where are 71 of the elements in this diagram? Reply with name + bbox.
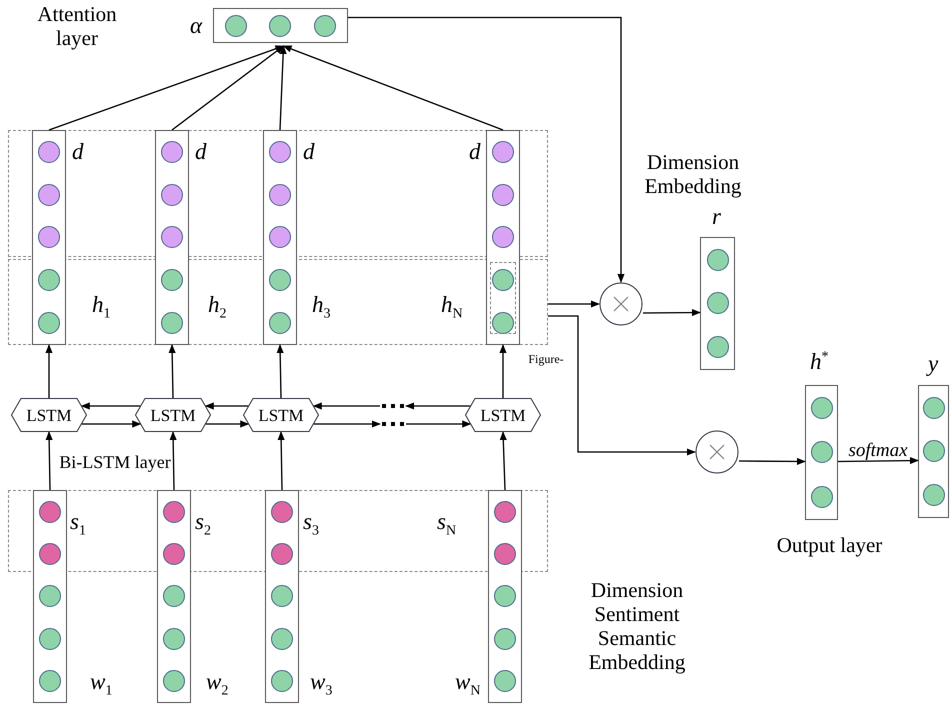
arrow [168,344,176,398]
arrow [548,300,600,308]
vector-label: r [712,205,721,228]
vector-label: y [928,352,938,375]
arrow [206,420,250,428]
vector-label: h$_{N}$ [441,293,463,322]
arrow [548,315,696,456]
arrow [172,45,284,131]
vector-box [155,130,189,345]
vector-label: w$_{3}$ [310,670,332,699]
arrow [348,16,625,283]
vector-box [213,8,348,43]
arrow [739,458,806,466]
vector-label: w$_{2}$ [206,670,228,699]
vector-box [486,130,520,345]
cell-label: LSTM [150,406,196,424]
vector-box [918,385,949,518]
vector-label: d [469,140,480,163]
arrow [406,420,472,428]
arrow [80,402,140,410]
arrow [314,420,381,428]
cell-label: LSTM [26,406,72,424]
arrow [499,344,507,398]
arrow [500,431,507,490]
vector-box [33,490,67,703]
arrow [279,45,287,130]
arrow [82,420,142,428]
layer-label: Attention layer [36,2,118,50]
arrow [45,344,53,398]
vector-label: s$_{1}$ [70,510,86,539]
vector-label: d [303,140,314,163]
arrow [204,402,248,410]
vector-box [700,237,735,370]
arrow [838,457,919,464]
layer-label: Bi-LSTM layer [58,452,172,473]
multiply-operator [599,282,643,326]
vector-label: s$_{2}$ [195,510,211,539]
vector-label: d [72,140,84,163]
arrow [643,308,701,316]
vector-box [265,490,299,703]
cell-label: LSTM [258,406,304,424]
arrow [170,431,177,490]
vector-label: α [190,14,202,37]
vector-label: h$_{2}$ [208,293,226,322]
multiply-operator [695,430,739,474]
arrow [278,431,285,490]
vector-label: h$^{*}$ [810,350,828,373]
layer-label: Dimension Embedding [644,150,742,198]
layer-label: Output layer [776,533,884,558]
arrow [405,402,470,410]
arrow [276,344,284,398]
vector-label: s$_{3}$ [303,510,319,539]
cell-label: LSTM [480,406,526,424]
vector-label: d [195,140,206,163]
arrow [48,45,284,131]
edge-label: softmax [847,441,909,460]
layer-label: Figure- [527,353,565,367]
vector-label: s$_{N}$ [437,510,456,539]
vector-box [805,385,838,520]
arrow [282,45,504,131]
arrow [312,402,380,410]
vector-box [488,490,522,703]
layer-label: Dimension Sentiment Semantic Embedding [588,578,686,675]
vector-label: h$_{1}$ [92,293,110,322]
vector-box [263,130,297,345]
vector-box [32,130,66,345]
arrow [46,431,53,490]
vector-label: w$_{1}$ [90,670,112,699]
vector-box [157,490,191,703]
vector-label: w$_{N}$ [455,670,480,699]
vector-label: h$_{3}$ [312,293,330,322]
